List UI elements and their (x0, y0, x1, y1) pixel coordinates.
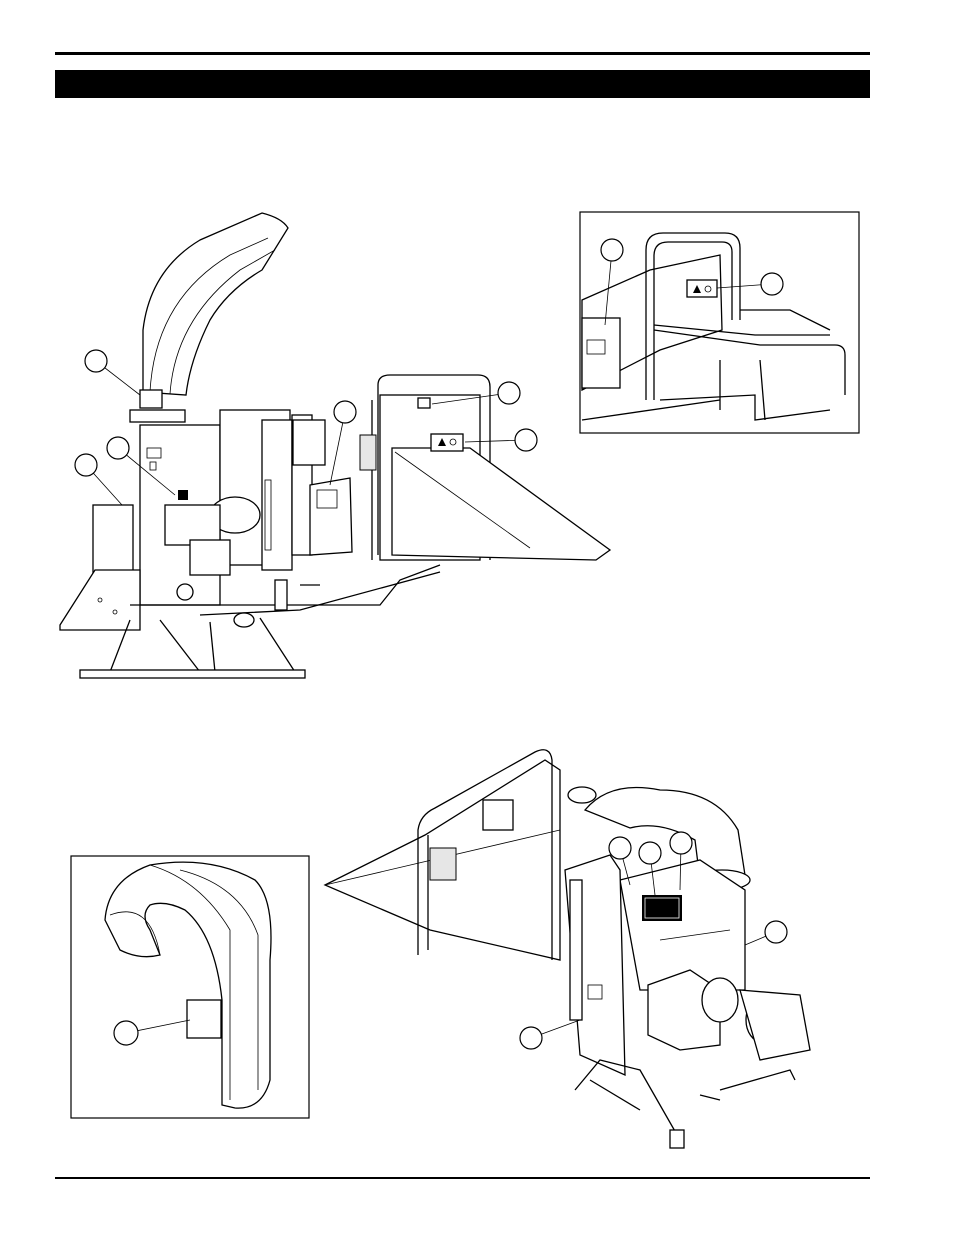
header-rule (55, 52, 870, 55)
footer-rule (55, 1177, 870, 1179)
side-view-figure (59, 212, 612, 679)
callout-6 (514, 428, 538, 452)
callout-9 (113, 1020, 139, 1046)
discharge-detail-figure (70, 855, 310, 1119)
callout-11 (638, 841, 662, 865)
section-title-bar (55, 70, 870, 98)
callout-8 (760, 272, 784, 296)
callout-10 (608, 836, 632, 860)
callout-4 (333, 400, 357, 424)
callout-2 (106, 436, 130, 460)
callout-13 (764, 920, 788, 944)
callout-3 (74, 453, 98, 477)
rear-view-figure (323, 749, 811, 1149)
callout-14 (519, 1026, 543, 1050)
callout-12 (669, 831, 693, 855)
callout-1 (84, 349, 108, 373)
callout-7 (600, 238, 624, 262)
hopper-detail-figure (579, 211, 860, 434)
callout-5 (497, 381, 521, 405)
